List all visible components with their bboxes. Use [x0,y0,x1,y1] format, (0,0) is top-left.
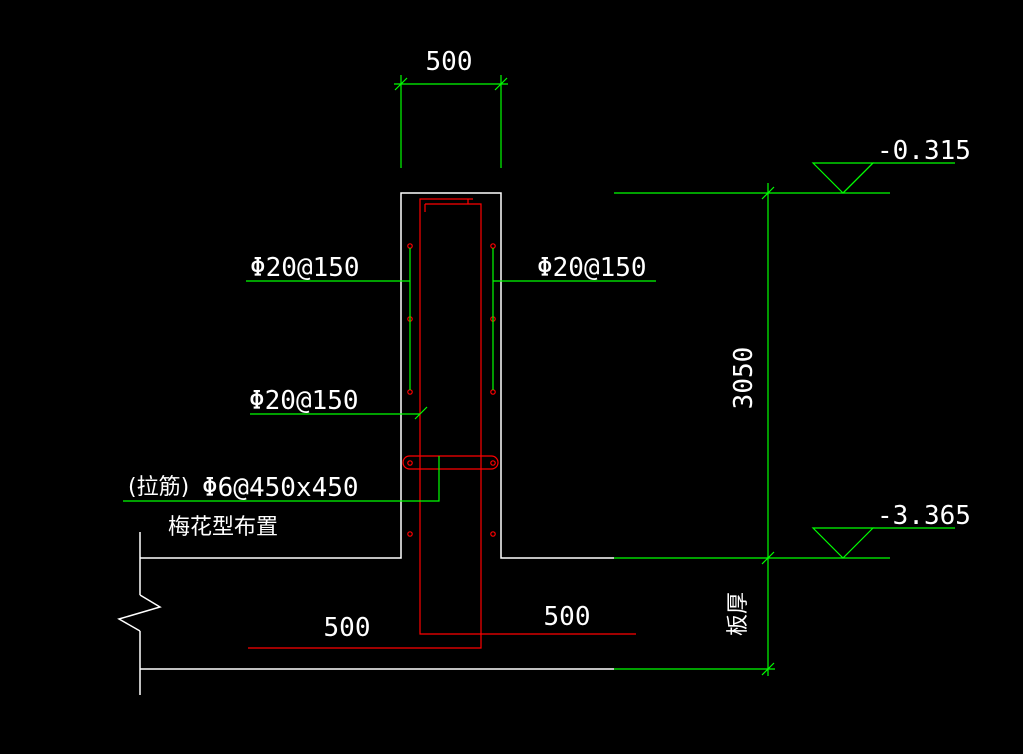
slab-thickness-label: 板厚 [726,592,751,636]
wall-outline [140,192,614,559]
top-width-text: 500 [426,47,473,77]
lower-vertical-rebar-label: Φ20@150 [249,386,359,416]
tie-label: (拉筋) [128,475,189,500]
height-dimension [761,183,775,676]
rebar-right-bar [248,203,482,649]
elevation-marker-top [811,162,955,194]
tie-spec: Φ6@450x450 [202,473,359,503]
height-text: 3050 [729,347,759,410]
elevation-bottom-text: -3.365 [877,501,971,531]
tie-bar [402,455,499,470]
right-extension-text: 500 [544,602,591,632]
left-vertical-rebar-label: Φ20@150 [250,253,360,283]
tie-layout: 梅花型布置 [168,515,278,540]
rebar-left-bar [419,198,636,635]
reference-lines [614,192,890,670]
right-vertical-rebar-label: Φ20@150 [537,253,647,283]
concrete-outline [117,192,614,695]
left-extension-text: 500 [324,613,371,643]
top-width-dimension [394,75,508,168]
break-symbol [117,594,162,632]
elevation-top-text: -0.315 [877,136,971,166]
rebar [248,198,636,649]
elevation-marker-bottom [811,527,955,559]
leader-lines [123,248,656,502]
